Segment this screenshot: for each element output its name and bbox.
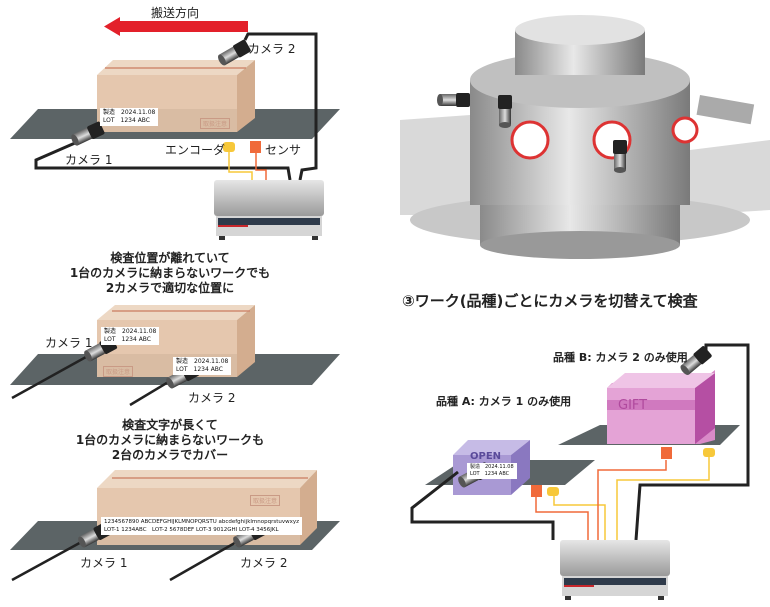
camera1-label: カメラ 1 bbox=[65, 153, 113, 167]
box-a-text: OPEN bbox=[470, 451, 502, 462]
type-a-label: 品種 A: カメラ 1 のみ使用 bbox=[436, 395, 572, 408]
camera2-cable bbox=[243, 32, 318, 181]
label-line: 製造 2024.11.08 bbox=[104, 328, 157, 335]
camera2-label: カメラ 2 bbox=[188, 391, 236, 405]
panel4-scene bbox=[410, 343, 750, 600]
long-print-label: 1234567890 ABCDEFGHIJKLMNOPQRSTU abcdefg… bbox=[101, 517, 303, 535]
heading-line: 検査文字が長くて bbox=[122, 418, 218, 432]
label-line: 1234567890 ABCDEFGHIJKLMNOPQRSTU abcdefg… bbox=[104, 519, 300, 525]
label-line: 製造 2024.11.08 bbox=[470, 464, 514, 470]
label-line: 製造 2024.11.08 bbox=[176, 358, 229, 365]
box-b-text: GIFT bbox=[618, 398, 648, 413]
sensor bbox=[250, 141, 261, 153]
heading-line: 1台のカメラに納まらないワークでも bbox=[69, 266, 271, 280]
box-stamp: 取扱注意 bbox=[103, 366, 134, 377]
camera1-label: カメラ 1 bbox=[45, 336, 93, 350]
type-b-label: 品種 B: カメラ 2 のみ使用 bbox=[553, 351, 688, 364]
heading-line: 検査位置が離れていて bbox=[110, 251, 230, 265]
box-stamp: 取扱注意 bbox=[250, 495, 281, 506]
label-line: LOT 1234 ABC bbox=[176, 366, 223, 373]
heading-line: 1台のカメラに納まらないワークも bbox=[75, 433, 265, 447]
label-line: LOT 1234 ABC bbox=[104, 336, 151, 343]
label-line: LOT 1234 ABC bbox=[103, 117, 150, 124]
sensor-label: センサ bbox=[265, 143, 302, 157]
direction-arrow bbox=[104, 17, 248, 36]
controller-device bbox=[214, 180, 324, 240]
heading-line: 2台のカメラでカバー bbox=[111, 448, 229, 462]
encoder bbox=[223, 142, 235, 152]
label-line: LOT-1 1234ABC LOT-2 5678DEF LOT-3 9012GH… bbox=[104, 527, 279, 533]
panel2-heading: 検査位置が離れていて 1台のカメラに納まらないワークでも 2カメラで適切な位置に bbox=[70, 251, 270, 296]
panel3-heading: 検査文字が長くて 1台のカメラに納まらないワークも 2台のカメラでカバー bbox=[76, 418, 264, 463]
panel1-scene bbox=[10, 17, 340, 240]
label-line: LOT 1234 ABC bbox=[470, 471, 510, 477]
panel2-scene bbox=[10, 305, 340, 407]
heading-line: 2カメラで適切な位置に bbox=[105, 281, 235, 295]
camera2-label: カメラ 2 bbox=[248, 42, 296, 56]
label-line: 製造 2024.11.08 bbox=[103, 109, 156, 116]
direction-label: 搬送方向 bbox=[150, 6, 200, 20]
camera2-label: カメラ 2 bbox=[240, 556, 288, 570]
box-stamp: 取扱注意 bbox=[200, 118, 231, 129]
encoder-label: エンコーダ bbox=[165, 143, 226, 157]
panel4-title: ③ワーク(品種)ごとにカメラを切替えて検査 bbox=[402, 292, 698, 310]
rotary-inspection-machine bbox=[400, 15, 770, 259]
camera1-cable bbox=[34, 141, 292, 181]
camera1-label: カメラ 1 bbox=[80, 556, 128, 570]
